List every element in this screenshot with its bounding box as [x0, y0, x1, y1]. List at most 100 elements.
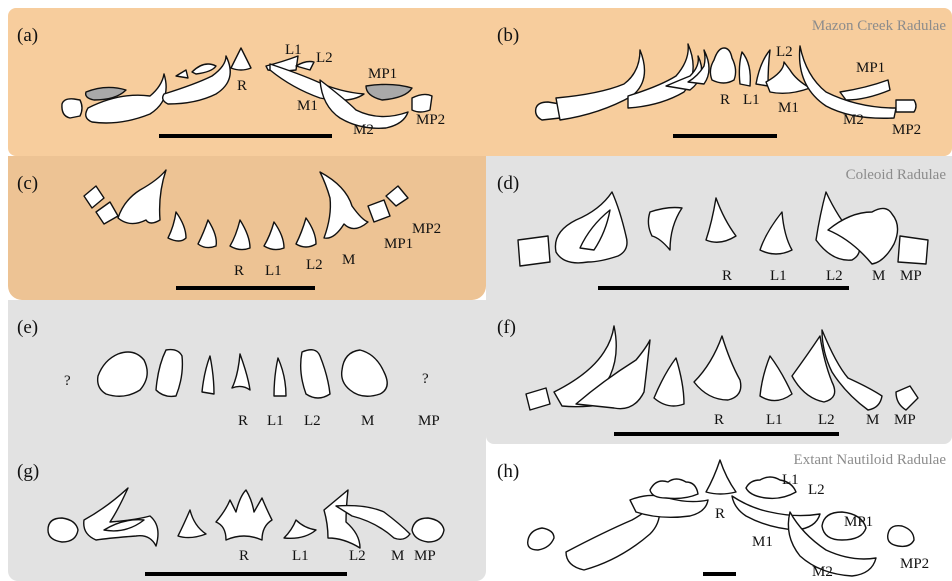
label-a-M1: M1	[297, 98, 318, 114]
panel-label-h: (h)	[497, 461, 519, 482]
label-a-L1: L1	[285, 42, 302, 58]
scale-bar-g	[145, 572, 347, 576]
label-c-L1: L1	[265, 263, 282, 279]
tooth-h-MP2	[888, 526, 914, 547]
label-c-MP2: MP2	[412, 221, 441, 237]
tooth-L2	[296, 62, 314, 71]
tooth-g-plate-left	[48, 518, 78, 542]
tooth-l-cusp	[192, 64, 216, 74]
label-e-MP: MP	[418, 413, 440, 429]
tooth-b-L1	[739, 52, 750, 86]
label-h-M1: M1	[752, 534, 773, 550]
tooth-b-outer-left	[556, 50, 645, 120]
label-e-q-left: ?	[64, 373, 71, 389]
label-h-M2: M2	[812, 564, 833, 580]
tooth-M1	[270, 64, 364, 100]
tooth-c-M-left	[118, 170, 166, 224]
scale-bar-f	[614, 432, 839, 436]
panel-b: (b) R L1 L2 M1 M2 MP1 MP2	[497, 25, 921, 138]
label-e-L2: L2	[304, 413, 321, 429]
tooth-f-MP	[896, 386, 918, 410]
label-f-M: M	[866, 412, 879, 428]
tooth-f-plate	[526, 388, 550, 410]
tooth-f-L1	[760, 356, 792, 401]
panel-label-b: (b)	[497, 25, 519, 46]
label-d-MP: MP	[900, 268, 922, 284]
tooth-c-R	[230, 220, 250, 250]
tooth-MP1-gray	[366, 84, 412, 100]
label-a-M2: M2	[353, 122, 374, 138]
label-f-R: R	[714, 412, 724, 428]
tooth-b-MP2	[896, 100, 916, 112]
label-a-L2: L2	[316, 50, 333, 66]
label-b-L1: L1	[743, 92, 760, 108]
tooth-f-R	[694, 336, 741, 400]
panel-h: (h) L1 L2 R MP1 M1 MP2 M2	[497, 460, 929, 580]
tooth-g-L2	[324, 490, 360, 548]
label-e-q-right: ?	[422, 371, 429, 387]
tooth-c-L2	[296, 218, 316, 247]
panel-label-f: (f)	[497, 317, 516, 338]
label-h-MP1: MP1	[844, 514, 873, 530]
tooth-d-R	[706, 198, 736, 242]
tooth-g-MP	[412, 518, 444, 542]
label-c-L2: L2	[306, 257, 323, 273]
label-g-L2: L2	[349, 548, 366, 564]
tooth-e-R	[232, 354, 250, 390]
tooth-c-MP2	[386, 186, 408, 206]
label-a-MP1: MP1	[368, 66, 397, 82]
label-f-MP: MP	[894, 412, 916, 428]
tooth-b-R	[710, 48, 735, 83]
tooth-c-1	[168, 212, 186, 241]
tooth-c-2	[198, 220, 216, 248]
label-e-L1: L1	[267, 413, 284, 429]
tooth-g-3	[178, 510, 206, 538]
tooth-c-plate-1	[84, 186, 104, 208]
label-g-L1: L1	[292, 548, 309, 564]
group-title-coleoid: Coleoid Radulae	[846, 167, 947, 183]
label-b-R: R	[720, 92, 730, 108]
tooth-inner-curved	[163, 56, 231, 104]
scale-bar-a	[159, 134, 332, 138]
label-b-MP1: MP1	[856, 60, 885, 76]
label-e-M: M	[361, 413, 374, 429]
group-title-nautiloid: Extant Nautiloid Radulae	[794, 452, 947, 468]
tooth-c-M	[320, 172, 368, 238]
panel-label-a: (a)	[17, 25, 38, 46]
tooth-marginal-plate	[62, 99, 82, 118]
label-d-R: R	[722, 268, 732, 284]
panel-e: (e) ? ? R L1 L2 M MP	[17, 317, 440, 429]
label-e-R: R	[238, 413, 248, 429]
label-h-R: R	[715, 506, 725, 522]
tooth-R	[231, 48, 251, 70]
tooth-h-M1	[732, 496, 820, 530]
tooth-g-L1	[284, 520, 316, 538]
panel-label-g: (g)	[17, 461, 39, 482]
tooth-d-MP	[898, 236, 928, 264]
tooth-MP2	[412, 94, 432, 112]
label-b-L2: L2	[776, 44, 793, 60]
panel-label-d: (d)	[497, 173, 519, 194]
panel-d: (d) R L1 L2 M MP	[497, 173, 928, 290]
tooth-f-3	[654, 358, 684, 406]
panel-label-c: (c)	[17, 173, 38, 194]
label-h-MP2: MP2	[900, 556, 929, 572]
tooth-d-outer	[555, 192, 627, 263]
scale-bar-c	[176, 286, 315, 290]
label-c-MP1: MP1	[384, 236, 413, 252]
panel-label-e: (e)	[17, 317, 38, 338]
label-c-M: M	[342, 252, 355, 268]
label-d-L1: L1	[770, 268, 787, 284]
tooth-d-3	[648, 208, 682, 251]
label-g-M: M	[391, 548, 404, 564]
tooth-c-MP1	[368, 200, 390, 222]
tooth-b-plate-left	[536, 102, 560, 120]
tooth-g-outer	[84, 488, 158, 546]
label-g-R: R	[239, 548, 249, 564]
tooth-small-cusp	[176, 70, 188, 78]
tooth-d-plate	[518, 236, 550, 266]
label-d-M: M	[872, 268, 885, 284]
tooth-h-R	[706, 460, 736, 494]
scale-bar-b	[673, 134, 777, 138]
